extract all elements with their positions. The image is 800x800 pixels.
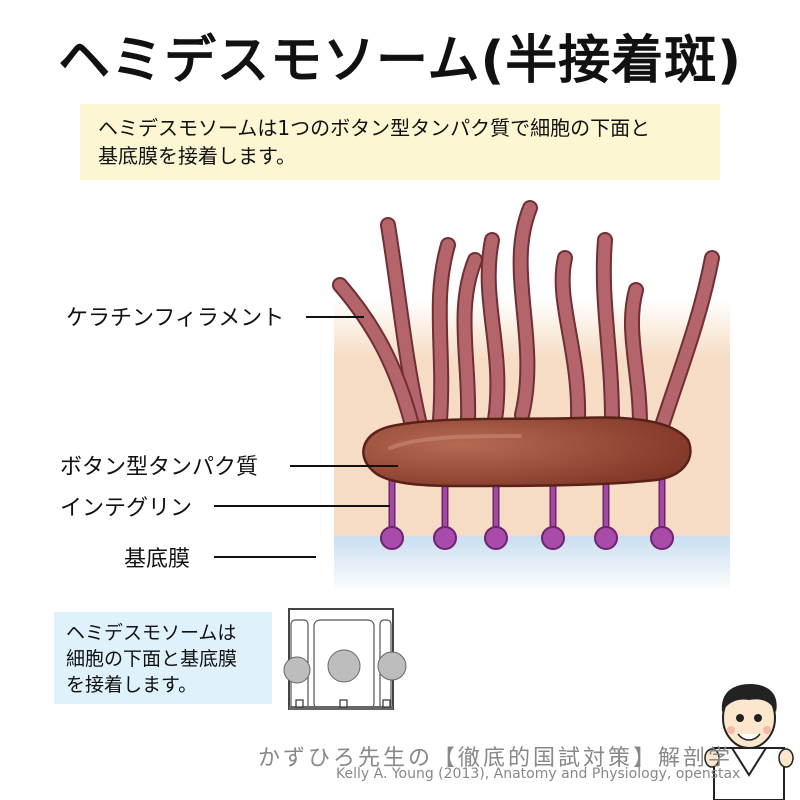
- label-button-protein: ボタン型タンパク質: [60, 455, 259, 480]
- leader-line-integrin: [214, 505, 390, 507]
- teacher-avatar: [704, 684, 794, 800]
- summary-line-2: 細胞の下面と基底膜: [66, 648, 238, 670]
- summary-box: ヘミデスモソームは 細胞の下面と基底膜 を接着します。: [54, 612, 272, 704]
- summary-line-1: ヘミデスモソームは: [66, 622, 237, 644]
- label-keratin-filament: ケラチンフィラメント: [66, 306, 285, 331]
- leader-line-button-protein: [290, 465, 398, 467]
- description-box: ヘミデスモソームは1つのボタン型タンパク質で細胞の下面と 基底膜を接着します。: [80, 104, 720, 180]
- summary-line-3: を接着します。: [66, 674, 198, 696]
- button-protein-plaque: [362, 416, 692, 488]
- page-title: ヘミデスモソーム(半接着斑): [58, 31, 742, 91]
- description-line-2: 基底膜を接着します。: [98, 144, 296, 168]
- leader-line-keratin: [306, 316, 364, 318]
- keratin-filaments: [332, 200, 720, 440]
- label-basement-membrane: 基底膜: [124, 547, 191, 572]
- epithelium-inset: [283, 608, 407, 710]
- description-line-1: ヘミデスモソームは1つのボタン型タンパク質で細胞の下面と: [98, 116, 651, 140]
- source-citation: Kelly A. Young (2013), Anatomy and Physi…: [336, 766, 741, 782]
- label-integrin: インテグリン: [60, 496, 193, 521]
- author-credit: かずひろ先生の【徹底的国試対策】解剖学: [258, 746, 734, 771]
- integrins: [380, 470, 674, 550]
- integrin: [650, 470, 674, 550]
- leader-line-basement-membrane: [214, 556, 316, 558]
